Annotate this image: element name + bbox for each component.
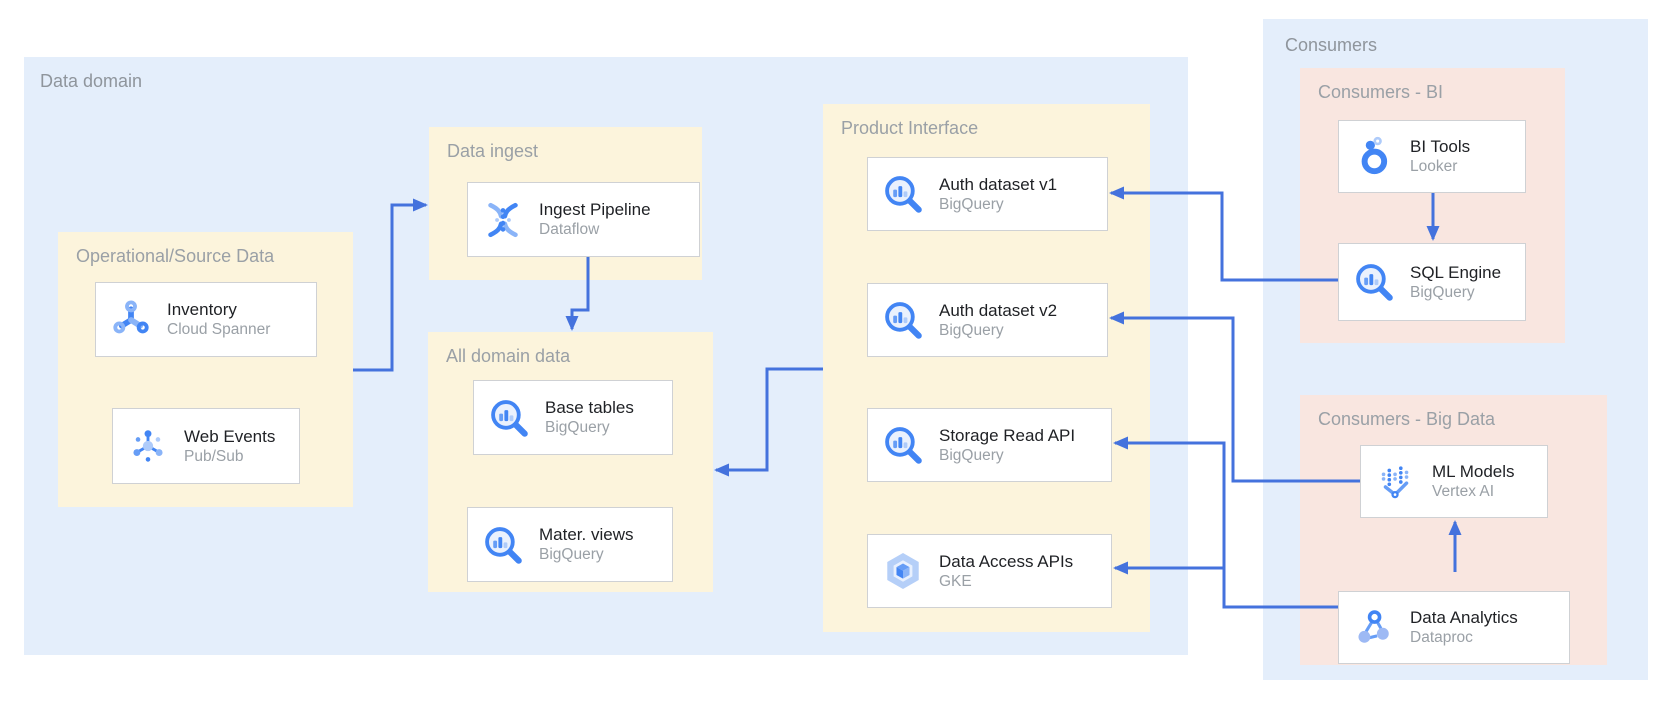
node-storage-read-api: Storage Read API BigQuery (867, 408, 1112, 482)
node-subtitle: BigQuery (939, 321, 1004, 339)
group-consumers-big-data-label: Consumers - Big Data (1318, 409, 1496, 429)
node-ml-models: ML Models Vertex AI (1360, 445, 1548, 518)
group-data-ingest: Data ingest Ingest Pipeline Dataflow (429, 127, 702, 280)
node-subtitle: BigQuery (545, 419, 610, 436)
group-product-interface-label: Product Interface (841, 118, 979, 138)
group-operational-source-data: Operational/Source Data Inventory Cloud … (58, 232, 353, 507)
node-subtitle: BigQuery (539, 546, 604, 563)
dataflow-icon (480, 197, 526, 243)
node-subtitle: BigQuery (939, 446, 1004, 464)
node-title: Mater. views (539, 525, 634, 544)
node-bi-tools: BI Tools Looker (1338, 120, 1526, 193)
node-subtitle: Dataproc (1410, 629, 1473, 646)
node-title: Data Analytics (1410, 608, 1518, 627)
bigquery-icon (1351, 259, 1397, 305)
node-inventory: Inventory Cloud Spanner (95, 282, 317, 357)
node-subtitle: Looker (1410, 158, 1458, 175)
node-title: Web Events (184, 426, 276, 446)
node-title: Base tables (545, 398, 634, 417)
node-subtitle: Vertex AI (1432, 483, 1495, 500)
node-subtitle: GKE (939, 572, 972, 590)
group-consumers-bi: Consumers - BI BI Tools Looker SQL Engin… (1300, 68, 1565, 343)
node-title: Data Access APIs (939, 551, 1074, 571)
group-data-ingest-label: Data ingest (447, 141, 539, 161)
consumers-label: Consumers (1285, 35, 1378, 55)
node-sql-engine: SQL Engine BigQuery (1338, 243, 1526, 321)
node-mater-views: Mater. views BigQuery (467, 507, 673, 582)
node-data-analytics: Data Analytics Dataproc (1338, 591, 1570, 664)
dataproc-icon (1351, 605, 1397, 651)
node-ingest-pipeline: Ingest Pipeline Dataflow (467, 182, 700, 257)
bigquery-icon (486, 395, 532, 441)
node-title: Auth dataset v2 (939, 300, 1058, 320)
node-subtitle: Dataflow (539, 221, 600, 238)
node-auth-dataset-v2: Auth dataset v2 BigQuery (867, 283, 1108, 357)
node-subtitle: Pub/Sub (184, 447, 244, 465)
node-title: SQL Engine (1410, 262, 1502, 282)
cloud-spanner-icon (108, 297, 154, 343)
data-domain-label: Data domain (40, 71, 143, 91)
vertex-ai-icon (1373, 459, 1419, 505)
node-title: Inventory (167, 300, 237, 319)
node-title: BI Tools (1410, 137, 1471, 156)
pubsub-icon (125, 423, 171, 469)
node-subtitle: Cloud Spanner (167, 321, 271, 338)
node-auth-dataset-v1: Auth dataset v1 BigQuery (867, 157, 1108, 231)
bigquery-icon (880, 297, 926, 343)
node-title: Ingest Pipeline (539, 200, 651, 219)
node-data-access-apis: Data Access APIs GKE (867, 534, 1112, 608)
node-subtitle: BigQuery (939, 195, 1004, 213)
group-consumers-bi-label: Consumers - BI (1318, 82, 1444, 102)
bigquery-icon (880, 422, 926, 468)
bigquery-icon (480, 522, 526, 568)
group-operational-label: Operational/Source Data (76, 246, 275, 266)
consumers-container: Consumers Consumers - BI BI Tools Looker… (1263, 19, 1648, 680)
node-web-events: Web Events Pub/Sub (112, 408, 300, 484)
node-base-tables: Base tables BigQuery (473, 380, 673, 455)
node-title: ML Models (1432, 462, 1515, 481)
group-all-domain-data: All domain data Base tables BigQuery Mat… (428, 332, 713, 592)
group-consumers-big-data: Consumers - Big Data ML Models Vertex AI… (1300, 395, 1607, 665)
group-all-domain-data-label: All domain data (446, 346, 571, 366)
data-domain-container: Data domain Operational/Source Data Inve… (24, 57, 1188, 655)
node-title: Auth dataset v1 (939, 174, 1058, 194)
bigquery-icon (880, 171, 926, 217)
group-product-interface: Product Interface Auth dataset v1 BigQue… (823, 104, 1150, 632)
looker-icon (1351, 134, 1397, 180)
node-title: Storage Read API (939, 425, 1076, 445)
node-subtitle: BigQuery (1410, 283, 1475, 301)
gke-icon (880, 548, 926, 594)
